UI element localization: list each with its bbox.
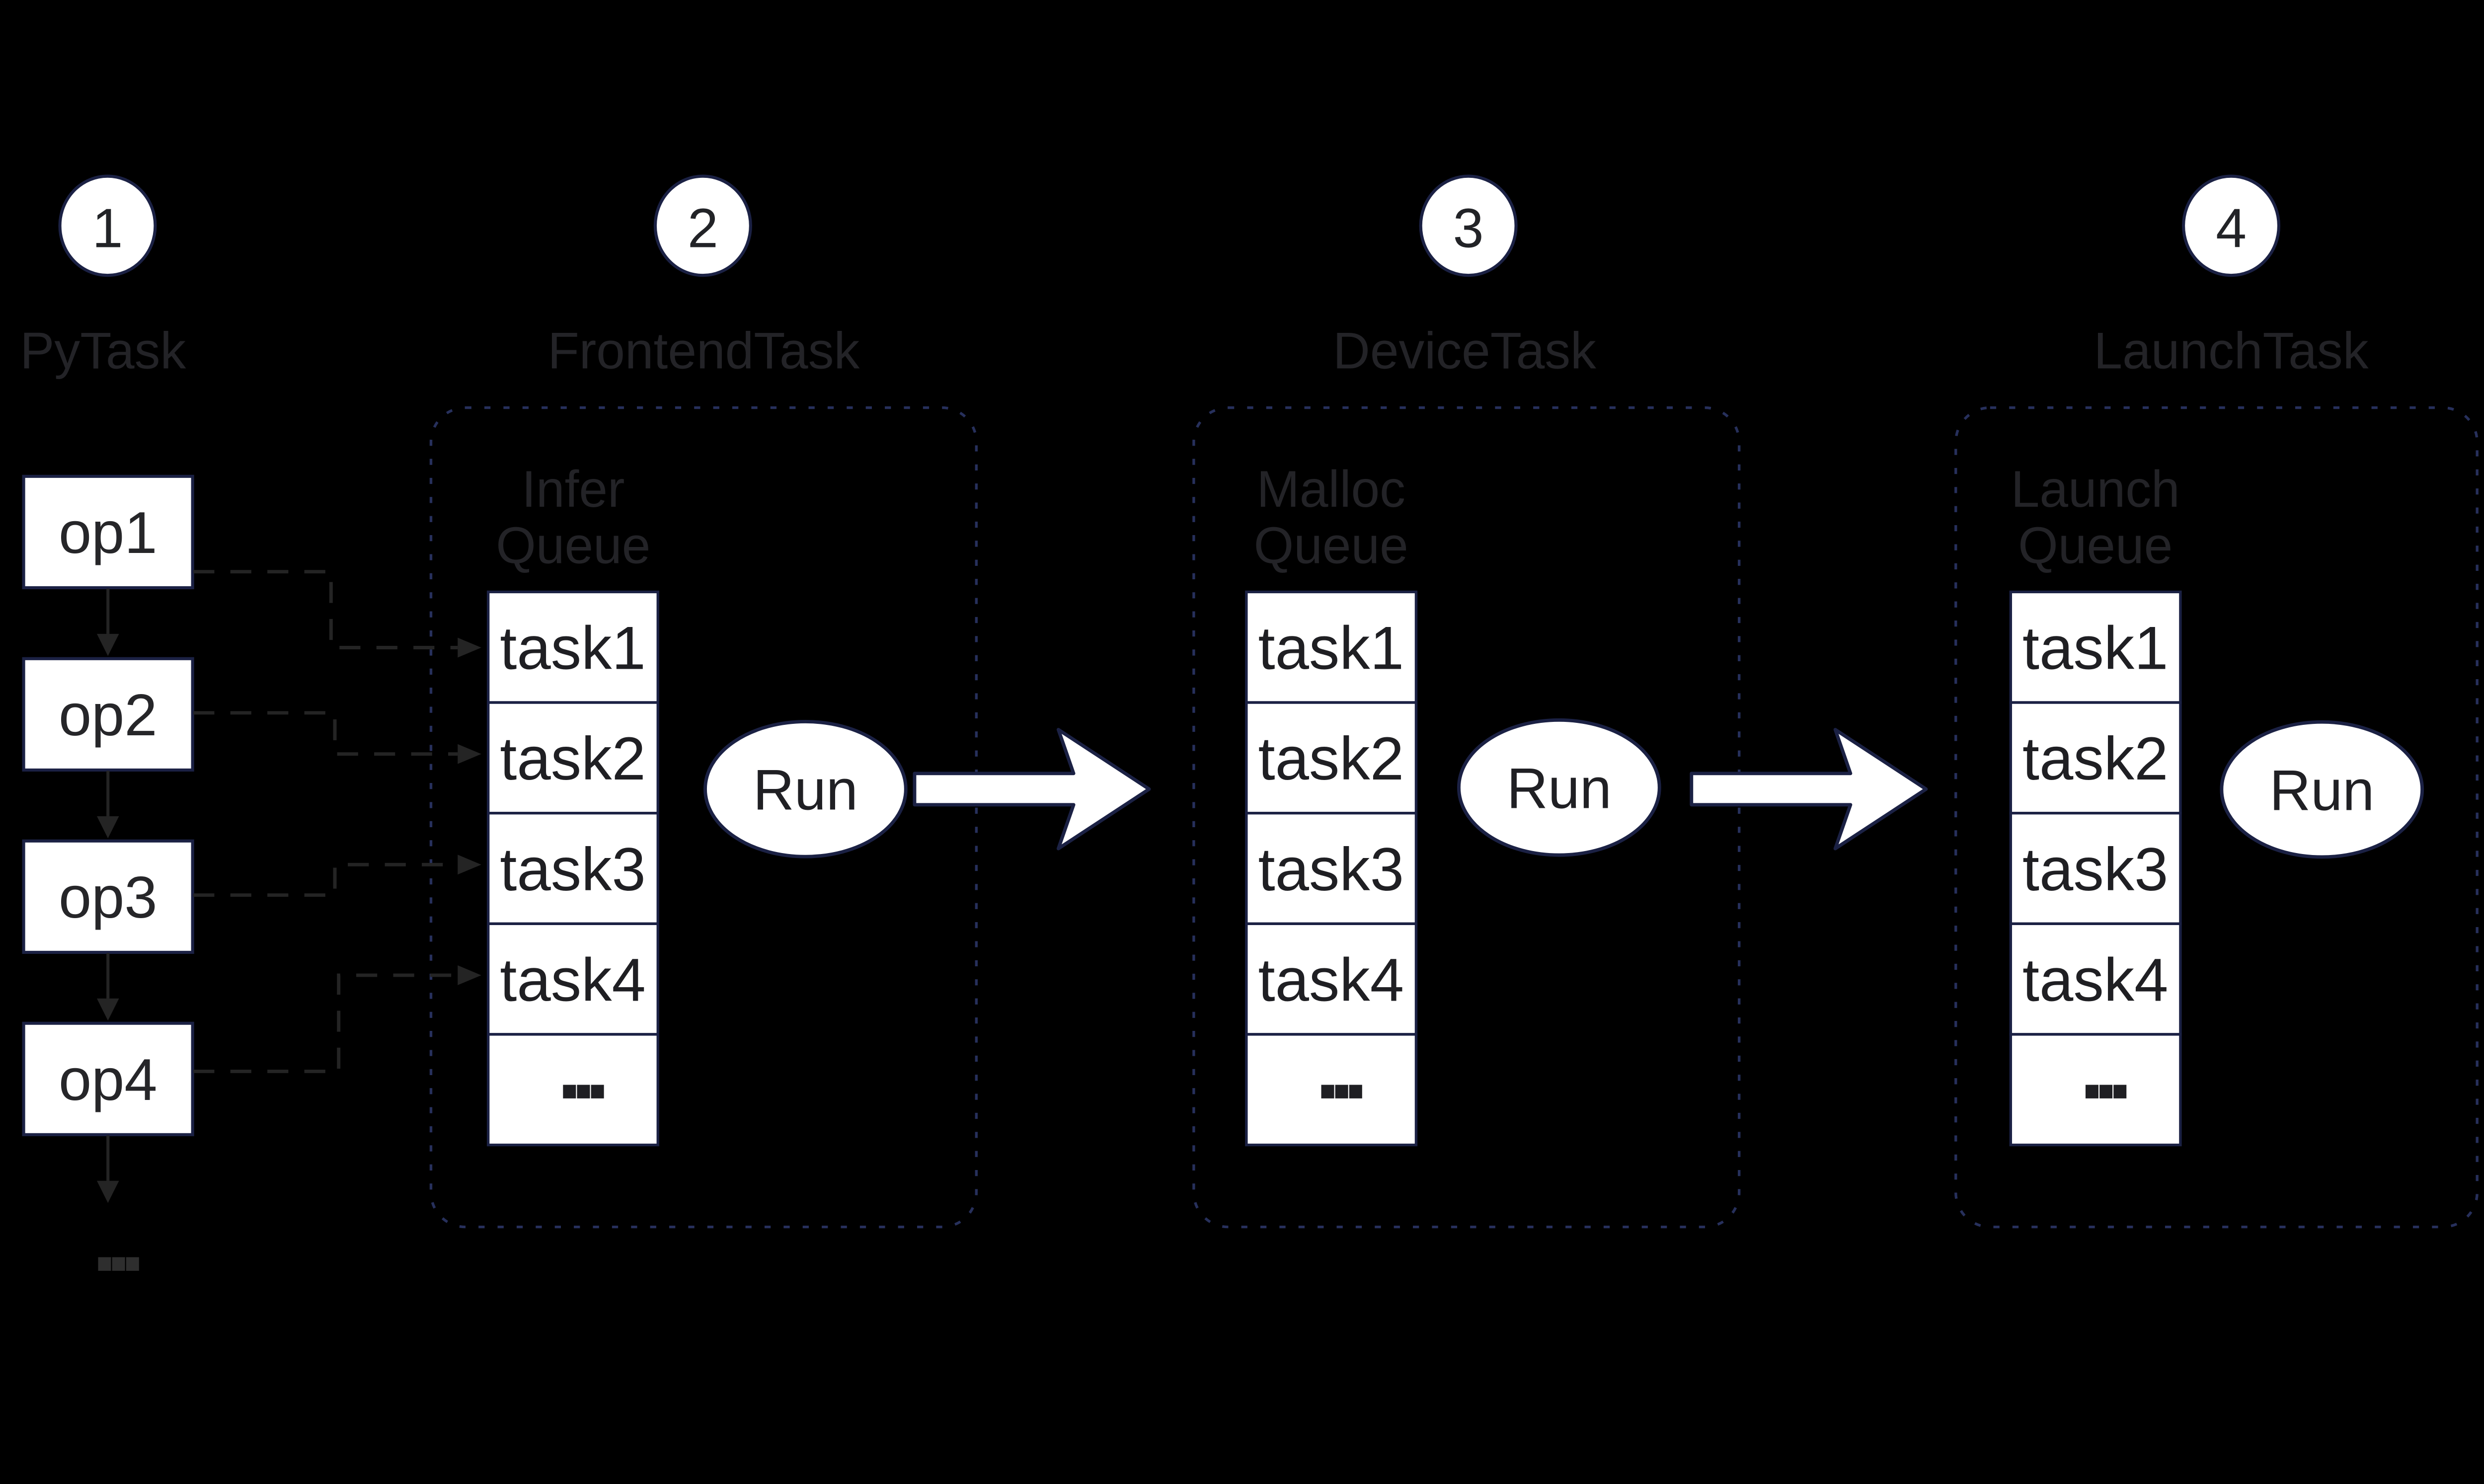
op2-task2-connector-head <box>458 744 481 764</box>
launch-task-container <box>1954 406 2479 1229</box>
stage-3-badge-circle <box>1419 174 1518 277</box>
launch-queue-cell-3 <box>2009 811 2182 925</box>
op-to-queue-connectors <box>193 570 481 1073</box>
device-run-label: Run <box>1507 757 1612 821</box>
malloc-queue-task2: task2 <box>1258 725 1404 793</box>
op2-box <box>22 657 194 772</box>
op1-op2-arrow-head <box>96 633 119 656</box>
op4-box <box>22 1021 194 1136</box>
stage-4-number: 4 <box>2216 197 2247 259</box>
infer-queue-task1: task1 <box>500 615 646 683</box>
op3-label: op3 <box>59 864 157 931</box>
flow-arrow-device-to-launch <box>1690 728 1928 851</box>
op4-task4-connector-head <box>458 965 481 985</box>
malloc-queue-cell-1 <box>1245 590 1418 704</box>
malloc-queue-task3: task3 <box>1258 836 1404 904</box>
pytask-op-chain: op1 op2 op3 op4 ... <box>22 474 194 1291</box>
infer-queue-task2: task2 <box>500 725 646 793</box>
launch-queue-cell-1 <box>2009 590 2182 704</box>
op3-op4-arrow-head <box>96 998 119 1021</box>
op-down-arrows <box>96 588 119 1203</box>
malloc-queue-title-line1: Malloc <box>1257 460 1405 518</box>
infer-queue-title-line2: Queue <box>496 517 650 574</box>
malloc-queue-cell-5 <box>1245 1033 1418 1147</box>
stage-badges: 1 2 3 4 <box>58 174 2281 277</box>
launch-queue-task4: task4 <box>2022 946 2169 1014</box>
op3-task3-connector-head <box>458 855 481 875</box>
infer-queue-task3: task3 <box>500 836 646 904</box>
launch-queue-title-line2: Queue <box>2018 517 2173 574</box>
stage-3-number: 3 <box>1453 197 1484 259</box>
infer-queue-task4: task4 <box>500 946 646 1014</box>
stage-3-title: DeviceTask <box>1333 321 1596 379</box>
infer-queue-cell-4 <box>486 922 659 1036</box>
op2-op3-arrow-head <box>96 816 119 839</box>
launch-queue-cell-4 <box>2009 922 2182 1036</box>
malloc-queue: Malloc Queue task1 task2 task3 task4 ...… <box>1245 460 1661 1147</box>
infer-queue-title-line1: Infer <box>522 460 624 518</box>
op2-task2-connector <box>193 711 458 756</box>
frontend-run-label: Run <box>753 759 858 822</box>
infer-queue-cell-5 <box>486 1033 659 1147</box>
op2-label: op2 <box>59 682 157 748</box>
stage-1-number: 1 <box>92 197 123 259</box>
op1-label: op1 <box>59 500 157 566</box>
stage-2-number: 2 <box>688 197 718 259</box>
op1-task1-connector <box>193 570 458 649</box>
frontend-run-ellipse <box>703 719 908 859</box>
infer-queue: Infer Queue task1 task2 task3 task4 ... … <box>486 460 908 1147</box>
malloc-queue-task1: task1 <box>1258 615 1404 683</box>
stage-4-badge-circle <box>2181 174 2281 277</box>
stage-titles: PyTask FrontendTask DeviceTask LaunchTas… <box>20 321 2368 379</box>
launch-queue-cell-5 <box>2009 1033 2182 1147</box>
op3-box <box>22 839 194 954</box>
infer-queue-cell-1 <box>486 590 659 704</box>
launch-queue: Launch Queue task1 task2 task3 task4 ...… <box>2009 460 2424 1147</box>
launch-queue-task3: task3 <box>2022 836 2169 904</box>
stage-2-title: FrontendTask <box>547 321 859 379</box>
launch-queue-task2: task2 <box>2022 725 2169 793</box>
launch-queue-title-line1: Launch <box>2011 460 2180 518</box>
flow-arrow-frontend-to-device <box>913 728 1151 851</box>
stage-1-title: PyTask <box>20 321 186 379</box>
device-run-ellipse <box>1457 718 1661 857</box>
op4-task4-connector <box>193 973 458 1073</box>
malloc-queue-cell-3 <box>1245 811 1418 925</box>
pytask-more-ops-ellipsis: ... <box>92 1188 139 1291</box>
op4-more-arrow-head <box>96 1180 119 1203</box>
op3-task3-connector <box>193 862 458 897</box>
op1-task1-connector-head <box>458 637 481 658</box>
stage-1-badge-circle <box>58 174 157 277</box>
malloc-queue-task4: task4 <box>1258 946 1404 1014</box>
launch-run-ellipse <box>2220 720 2424 859</box>
op4-label: op4 <box>59 1047 157 1113</box>
malloc-queue-cell-2 <box>1245 701 1418 815</box>
malloc-queue-ellipsis: ... <box>1315 1016 1362 1118</box>
launch-queue-ellipsis: ... <box>2079 1016 2126 1118</box>
op1-box <box>22 474 194 590</box>
launch-run-label: Run <box>2269 759 2374 822</box>
launch-queue-task1: task1 <box>2022 615 2169 683</box>
stage-2-badge-circle <box>653 174 752 277</box>
stage-4-title: LaunchTask <box>2094 321 2368 379</box>
malloc-queue-title-line2: Queue <box>1254 517 1408 574</box>
infer-queue-cell-3 <box>486 811 659 925</box>
infer-queue-ellipsis: ... <box>557 1016 604 1118</box>
